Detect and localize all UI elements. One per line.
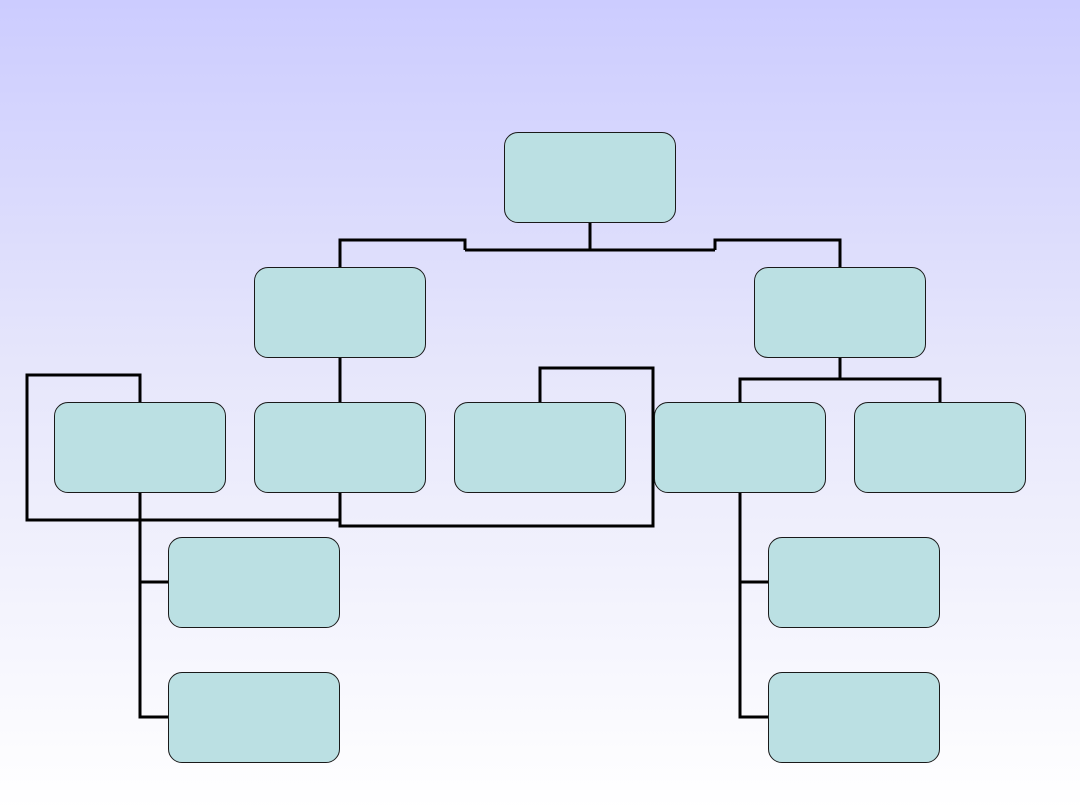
connector-root-right-branch: [713, 238, 842, 267]
org-box-level3-2: [168, 672, 340, 763]
org-box-level1-right: [754, 267, 926, 358]
org-box-level3-1: [168, 537, 340, 628]
org-box-level3-3: [768, 537, 940, 628]
org-box-level2-1: [54, 402, 226, 493]
connector-root-left-branch: [338, 238, 467, 267]
connector-l2a-spine: [138, 492, 168, 719]
connector-l2d-spine: [738, 492, 768, 719]
org-box-level3-4: [768, 672, 940, 763]
org-box-level2-2: [254, 402, 426, 493]
connector-l1b-bar: [738, 377, 942, 402]
org-box-root: [504, 132, 676, 223]
org-box-level2-3: [454, 402, 626, 493]
org-box-level2-4: [654, 402, 826, 493]
org-box-level1-left: [254, 267, 426, 358]
org-box-level2-5: [854, 402, 1026, 493]
connector-l2c-loop: [338, 366, 655, 528]
